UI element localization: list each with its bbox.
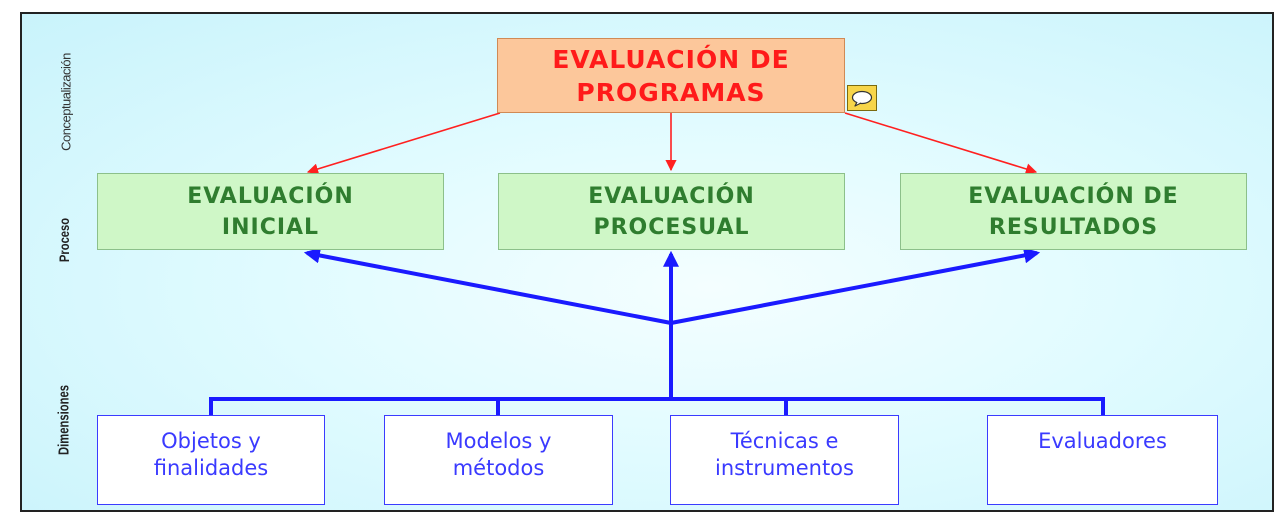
- label-dimensiones: Dimensiones: [55, 384, 73, 456]
- process-box-inicial: EVALUACIÓN INICIAL: [97, 173, 444, 250]
- blue-arrow-inicial: [303, 247, 672, 325]
- arrow-to-resultados: [844, 112, 1038, 175]
- process-box-resultados: EVALUACIÓN DE RESULTADOS: [900, 173, 1247, 250]
- dimension-box-evaluadores: Evaluadores: [987, 415, 1218, 505]
- dimension-box-tecnicas: Técnicas e instrumentos: [670, 415, 899, 505]
- dimension-box-objetos: Objetos y finalidades: [97, 415, 325, 505]
- top-box-evaluacion-programas: EVALUACIÓN DE PROGRAMAS: [497, 38, 845, 113]
- label-proceso: Proceso: [56, 217, 72, 263]
- label-conceptualizacion: Conceptualización: [58, 53, 74, 151]
- arrow-to-inicial: [306, 112, 501, 175]
- dimension-box-modelos: Modelos y métodos: [384, 415, 613, 505]
- connector-lines: [209, 112, 1105, 415]
- process-box-procesual: EVALUACIÓN PROCESUAL: [498, 173, 845, 250]
- speech-bubble-icon[interactable]: [847, 85, 877, 111]
- blue-arrow-resultados: [670, 247, 1041, 325]
